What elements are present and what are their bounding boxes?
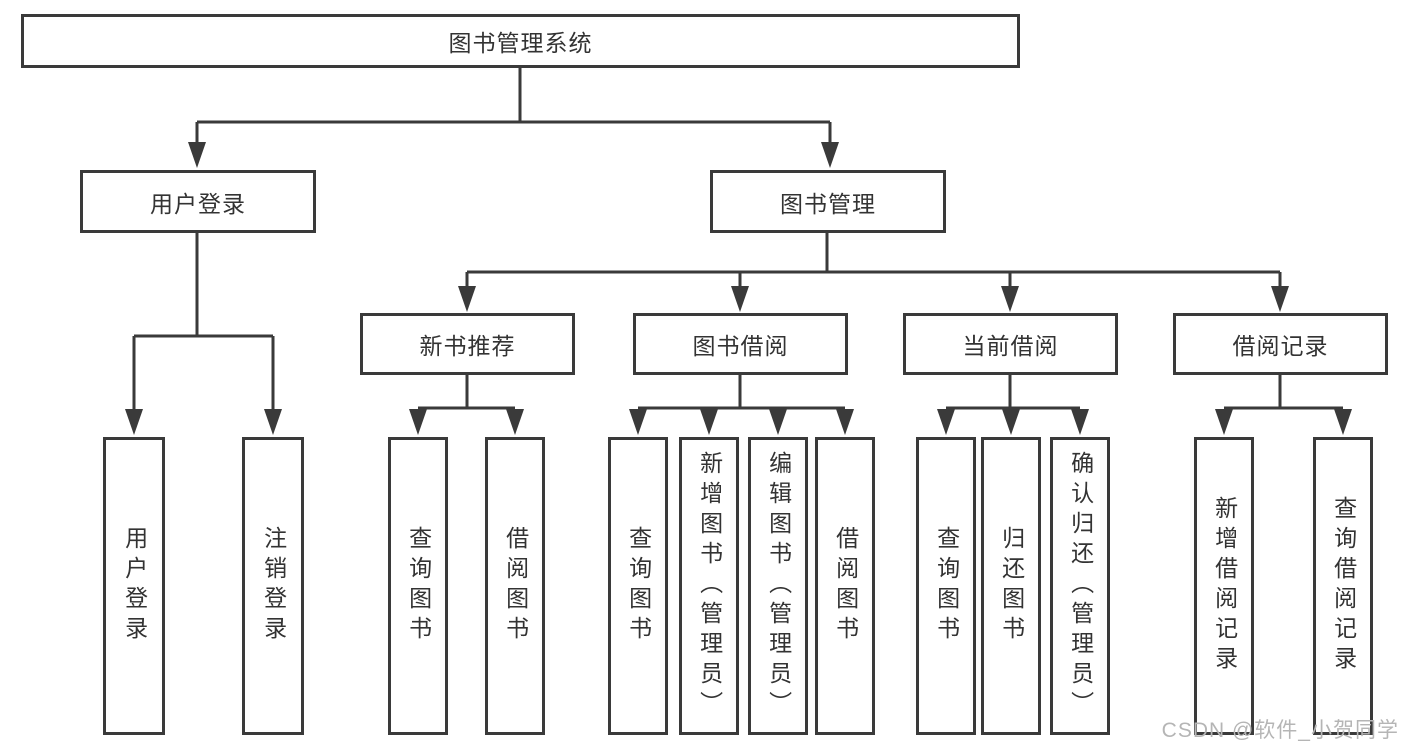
leaf-newbook-query-books: 查询图书 bbox=[388, 437, 448, 735]
arrowhead bbox=[821, 142, 839, 168]
arrowhead bbox=[409, 409, 427, 435]
node-user-login: 用户登录 bbox=[80, 170, 316, 233]
leaf-borrow-edit-books-admin: 编辑图书（管理员） bbox=[748, 437, 808, 735]
connector-root-to-level2 bbox=[188, 68, 839, 168]
node-book-borrow: 图书借阅 bbox=[633, 313, 848, 375]
leaf-current-return-books: 归还图书 bbox=[981, 437, 1041, 735]
arrowhead bbox=[700, 409, 718, 435]
leaf-logout: 注销登录 bbox=[242, 437, 304, 735]
csdn-watermark: CSDN @软件_小贺同学 bbox=[1161, 719, 1399, 742]
node-root: 图书管理系统 bbox=[21, 14, 1020, 68]
leaf-record-query-record: 查询借阅记录 bbox=[1313, 437, 1373, 735]
connector-user-login-children bbox=[125, 233, 282, 435]
leaf-newbook-borrow-books: 借阅图书 bbox=[485, 437, 545, 735]
arrowhead bbox=[629, 409, 647, 435]
node-new-book-recommend: 新书推荐 bbox=[360, 313, 575, 375]
arrowhead bbox=[506, 409, 524, 435]
arrowhead bbox=[1002, 409, 1020, 435]
leaf-current-confirm-return-admin: 确认归还（管理员） bbox=[1050, 437, 1110, 735]
connector-book-borrow-children bbox=[629, 375, 854, 435]
arrowhead bbox=[1271, 286, 1289, 312]
arrowhead bbox=[264, 409, 282, 435]
arrowhead bbox=[1334, 409, 1352, 435]
connector-current-borrow-children bbox=[937, 375, 1089, 435]
arrowhead bbox=[1071, 409, 1089, 435]
node-book-management: 图书管理 bbox=[710, 170, 946, 233]
arrowhead bbox=[458, 286, 476, 312]
arrowhead bbox=[1001, 286, 1019, 312]
arrowhead bbox=[731, 286, 749, 312]
node-borrow-record: 借阅记录 bbox=[1173, 313, 1388, 375]
connector-book-management-children bbox=[458, 233, 1289, 312]
leaf-borrow-borrow-books: 借阅图书 bbox=[815, 437, 875, 735]
leaf-borrow-query-books: 查询图书 bbox=[608, 437, 668, 735]
arrowhead bbox=[836, 409, 854, 435]
arrowhead bbox=[937, 409, 955, 435]
arrowhead bbox=[769, 409, 787, 435]
arrowhead bbox=[188, 142, 206, 168]
connector-new-book-recommend-children bbox=[409, 375, 524, 435]
leaf-record-add-record: 新增借阅记录 bbox=[1194, 437, 1254, 735]
arrowhead bbox=[1215, 409, 1233, 435]
leaf-borrow-add-books-admin: 新增图书（管理员） bbox=[679, 437, 739, 735]
connector-borrow-record-children bbox=[1215, 375, 1352, 435]
node-current-borrow: 当前借阅 bbox=[903, 313, 1118, 375]
arrowhead bbox=[125, 409, 143, 435]
leaf-current-query-books: 查询图书 bbox=[916, 437, 976, 735]
leaf-user-login: 用户登录 bbox=[103, 437, 165, 735]
